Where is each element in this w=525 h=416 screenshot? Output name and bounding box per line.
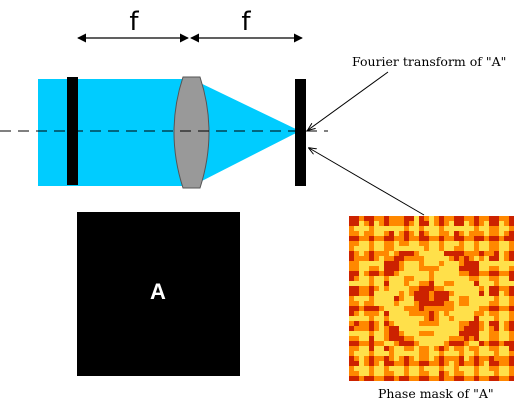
biconvex-lens-icon [173, 76, 210, 189]
fourier-transform-caption: Fourier transform of "A" [352, 54, 506, 69]
fourier-plane-icon [295, 79, 306, 186]
phase-mask-pointer-arrow [309, 148, 425, 216]
phase-mask-cells [349, 216, 514, 381]
fourier-pointer-arrow [308, 71, 389, 130]
phase-mask-caption: Phase mask of "A" [378, 386, 494, 401]
focal-length-label-2: f [241, 7, 251, 37]
input-object-square [77, 212, 240, 376]
phase-mask-image [349, 216, 514, 381]
input-object-letter: A [150, 279, 166, 304]
focal-length-label-1: f [129, 7, 139, 37]
collimated-beam [38, 79, 193, 186]
converging-beam [192, 79, 300, 186]
